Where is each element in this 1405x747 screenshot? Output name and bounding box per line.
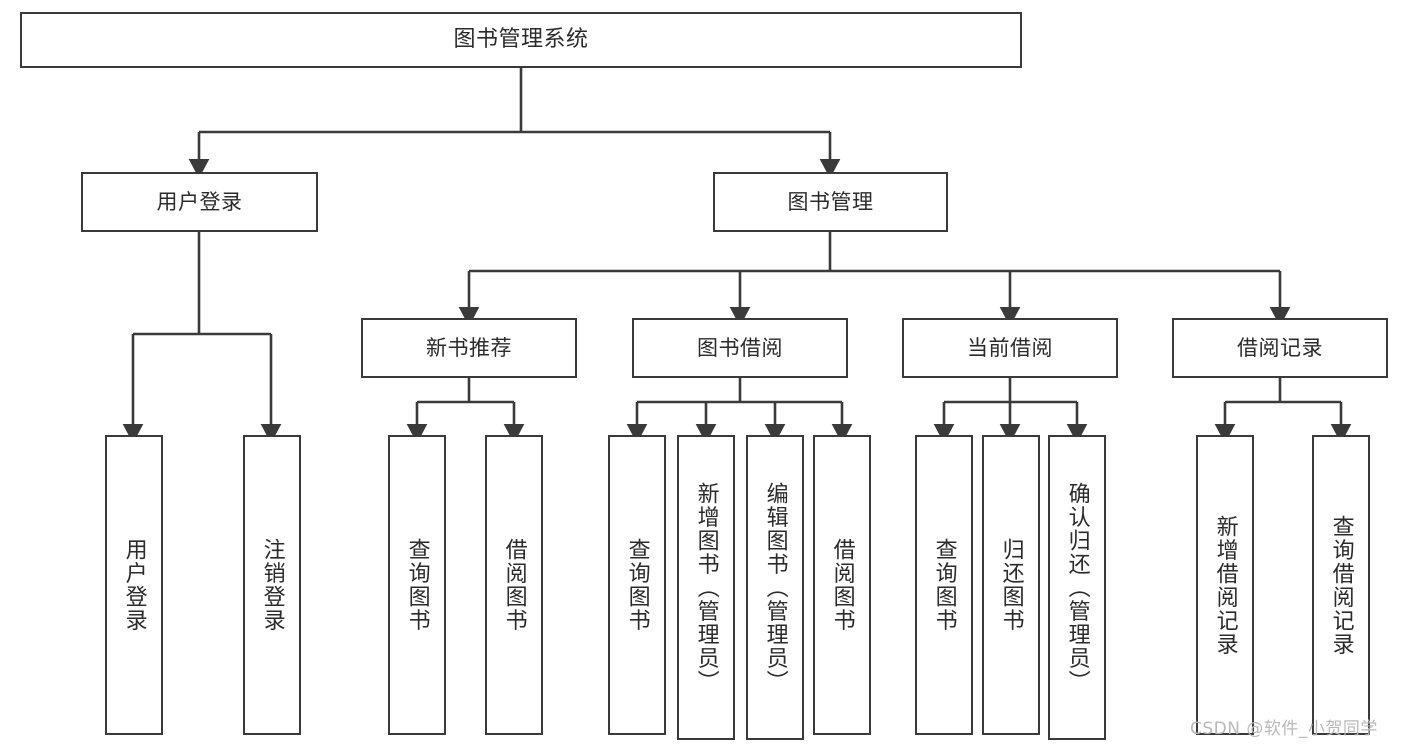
node-book-borrow[interactable]: 图书借阅: [632, 318, 848, 378]
leaf-new-book-borrow-label: 借阅图书: [501, 538, 527, 632]
leaf-book-borrow-query-label: 查询图书: [624, 538, 650, 632]
node-book-borrow-label: 图书借阅: [697, 335, 783, 360]
leaf-book-borrow-borrow[interactable]: 借阅图书: [813, 435, 871, 735]
leaf-book-borrow-edit[interactable]: 编辑图书（管理员）: [746, 435, 804, 740]
leaf-current-borrow-return-label: 归还图书: [998, 538, 1024, 632]
leaf-book-borrow-edit-label: 编辑图书（管理员）: [762, 481, 788, 694]
leaf-new-book-query[interactable]: 查询图书: [388, 435, 446, 735]
leaf-book-borrow-borrow-label: 借阅图书: [829, 538, 855, 632]
node-root[interactable]: 图书管理系统: [20, 12, 1022, 68]
leaf-user-login-logout-label: 注销登录: [259, 538, 285, 632]
node-borrow-record[interactable]: 借阅记录: [1172, 318, 1388, 378]
node-book-management-label: 图书管理: [787, 189, 874, 214]
node-new-book-recommend[interactable]: 新书推荐: [361, 318, 577, 378]
node-current-borrow-label: 当前借阅: [967, 335, 1053, 360]
node-new-book-recommend-label: 新书推荐: [426, 335, 512, 360]
node-book-management[interactable]: 图书管理: [713, 172, 948, 232]
leaf-book-borrow-add[interactable]: 新增图书（管理员）: [677, 435, 735, 740]
leaf-current-borrow-return[interactable]: 归还图书: [982, 435, 1040, 735]
leaf-user-login-login[interactable]: 用户登录: [105, 435, 163, 735]
leaf-user-login-login-label: 用户登录: [121, 538, 147, 632]
leaf-book-borrow-query[interactable]: 查询图书: [608, 435, 666, 735]
node-user-login-label: 用户登录: [156, 189, 243, 214]
leaf-new-book-borrow[interactable]: 借阅图书: [485, 435, 543, 735]
leaf-book-borrow-add-label: 新增图书（管理员）: [693, 481, 719, 694]
leaf-current-borrow-confirm-label: 确认归还（管理员）: [1064, 481, 1090, 694]
leaf-borrow-record-query[interactable]: 查询借阅记录: [1312, 435, 1370, 735]
leaf-borrow-record-add[interactable]: 新增借阅记录: [1196, 435, 1254, 735]
node-root-label: 图书管理系统: [453, 27, 589, 53]
leaf-current-borrow-confirm[interactable]: 确认归还（管理员）: [1048, 435, 1106, 740]
node-current-borrow[interactable]: 当前借阅: [902, 318, 1118, 378]
csdn-watermark: CSDN @软件_小贺同学: [1190, 719, 1378, 739]
leaf-user-login-logout[interactable]: 注销登录: [243, 435, 301, 735]
node-borrow-record-label: 借阅记录: [1237, 335, 1323, 360]
leaf-borrow-record-add-label: 新增借阅记录: [1212, 514, 1238, 656]
node-user-login[interactable]: 用户登录: [81, 172, 318, 232]
leaf-current-borrow-query[interactable]: 查询图书: [915, 435, 973, 735]
leaf-new-book-query-label: 查询图书: [404, 538, 430, 632]
leaf-current-borrow-query-label: 查询图书: [931, 538, 957, 632]
leaf-borrow-record-query-label: 查询借阅记录: [1328, 514, 1354, 656]
